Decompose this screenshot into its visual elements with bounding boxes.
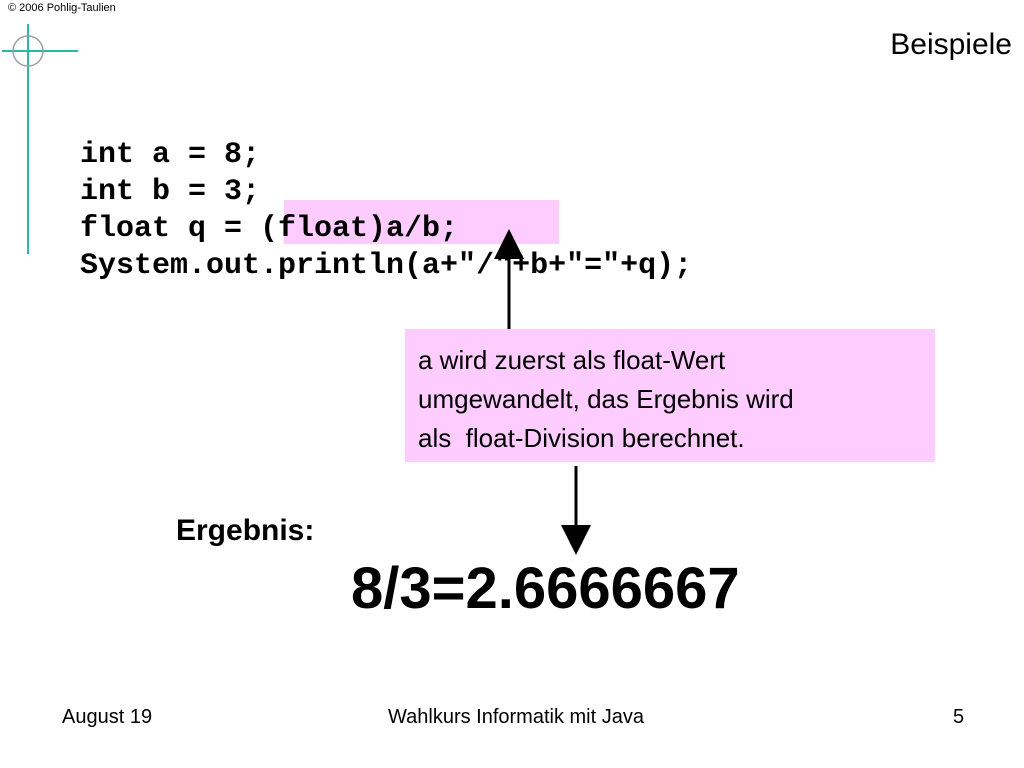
result-label: Ergebnis: xyxy=(176,514,315,547)
footer-date: August 19 xyxy=(62,706,153,728)
code-block: int a = 8;int b = 3;float q = (float)a/b… xyxy=(80,137,692,285)
copyright-text: © 2006 Pohlig-Taulien xyxy=(8,2,116,14)
explanation-line: umgewandelt, das Ergebnis wird xyxy=(418,384,794,414)
code-line: int b = 3; xyxy=(80,175,261,209)
footer-course: Wahlkurs Informatik mit Java xyxy=(388,706,644,728)
explanation-box: a wird zuerst als float-Wert umgewandelt… xyxy=(405,329,935,462)
slide-title: Beispiele xyxy=(890,28,1012,61)
explanation-line: a wird zuerst als float-Wert xyxy=(418,345,726,375)
slide-number: 5 xyxy=(953,706,965,728)
crosshair-logo-icon xyxy=(2,24,78,254)
code-line: float q = (float)a/b; xyxy=(80,212,459,246)
result-value: 8/3=2.6666667 xyxy=(351,556,740,621)
code-line: System.out.println(a+"/"+b+"="+q); xyxy=(80,249,693,283)
explanation-line: als float-Division berechnet. xyxy=(418,423,745,453)
code-line: int a = 8; xyxy=(80,138,261,172)
